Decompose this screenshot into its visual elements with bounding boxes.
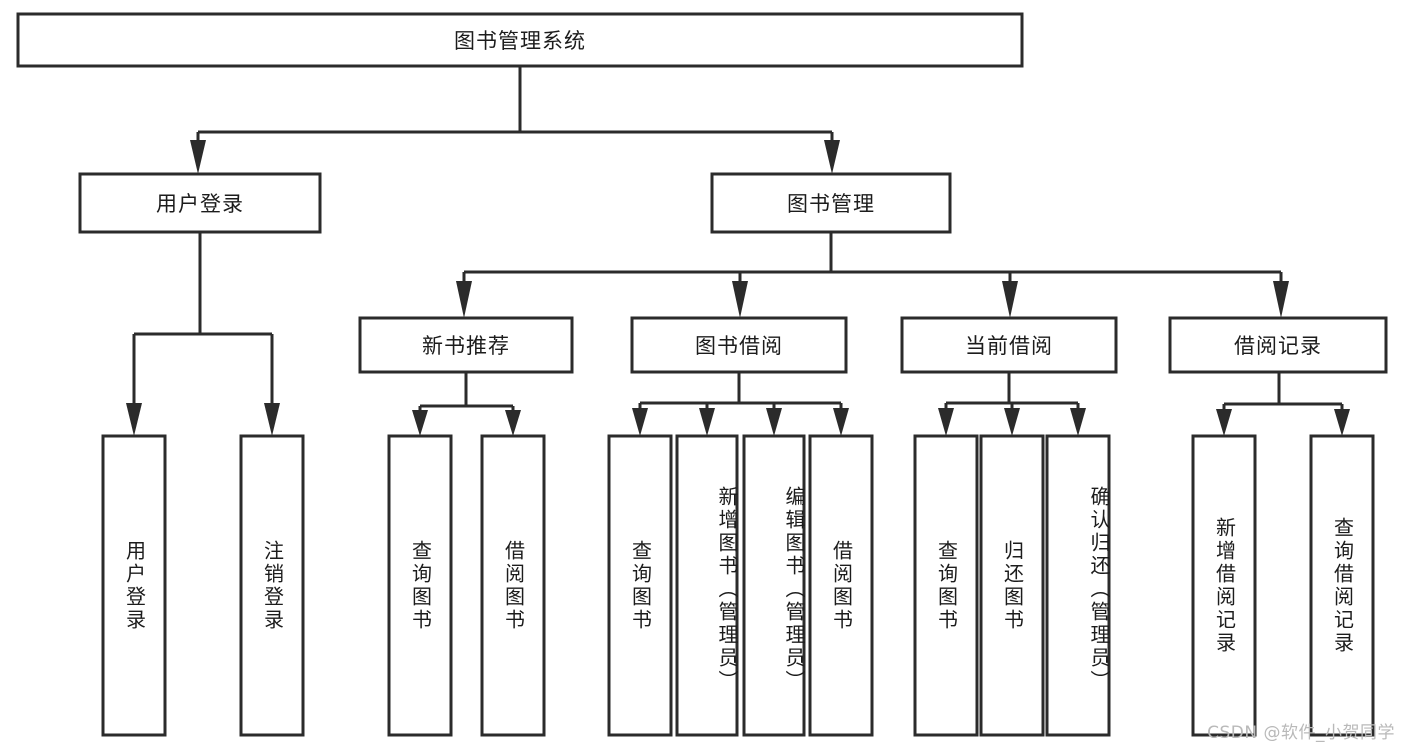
arrow-head-nbr-leaf-2 [505, 410, 521, 436]
node-root[interactable] [16, 12, 1024, 68]
node-book-borrow[interactable] [630, 316, 848, 374]
node-leaf-user-logout[interactable] [239, 434, 305, 737]
arrow-head-nbr-leaf-1 [412, 410, 428, 436]
arrow-head-leaf-user-login [126, 403, 142, 436]
node-user-login[interactable] [78, 172, 322, 234]
arrow-head-cb-leaf-3 [1070, 408, 1086, 436]
arrow-head-bb-leaf-1 [632, 408, 648, 436]
arrow-head-br-leaf-1 [1216, 409, 1232, 436]
node-current-borrow[interactable] [900, 316, 1118, 374]
node-leaf-edit-book[interactable] [742, 434, 806, 737]
node-leaf-add-book[interactable] [675, 434, 739, 737]
node-leaf-query-book-1[interactable] [387, 434, 453, 737]
arrow-head-new-book-recommend [456, 281, 472, 318]
arrow-head-book-manage [824, 140, 840, 174]
node-leaf-borrow-book-1[interactable] [480, 434, 546, 737]
node-leaf-add-record[interactable] [1191, 434, 1257, 737]
arrow-head-bb-leaf-4 [833, 408, 849, 436]
arrow-head-borrow-record [1273, 281, 1289, 318]
arrow-head-book-borrow [732, 281, 748, 318]
arrow-head-current-borrow [1002, 281, 1018, 318]
node-leaf-borrow-book-2[interactable] [808, 434, 874, 737]
node-leaf-confirm-return[interactable] [1045, 434, 1111, 737]
arrow-head-bb-leaf-2 [699, 408, 715, 436]
arrow-head-leaf-user-logout [264, 403, 280, 436]
arrow-head-cb-leaf-1 [938, 408, 954, 436]
node-leaf-user-login[interactable] [101, 434, 167, 737]
arrow-head-bb-leaf-3 [766, 408, 782, 436]
node-borrow-record[interactable] [1168, 316, 1388, 374]
node-leaf-query-book-3[interactable] [913, 434, 979, 737]
node-leaf-query-record[interactable] [1309, 434, 1375, 737]
node-book-manage[interactable] [710, 172, 952, 234]
arrow-head-user-login [190, 140, 206, 174]
node-leaf-return-book[interactable] [979, 434, 1045, 737]
arrow-head-br-leaf-2 [1334, 409, 1350, 436]
node-new-book-recommend[interactable] [358, 316, 574, 374]
node-leaf-query-book-2[interactable] [607, 434, 673, 737]
arrow-head-cb-leaf-2 [1004, 408, 1020, 436]
